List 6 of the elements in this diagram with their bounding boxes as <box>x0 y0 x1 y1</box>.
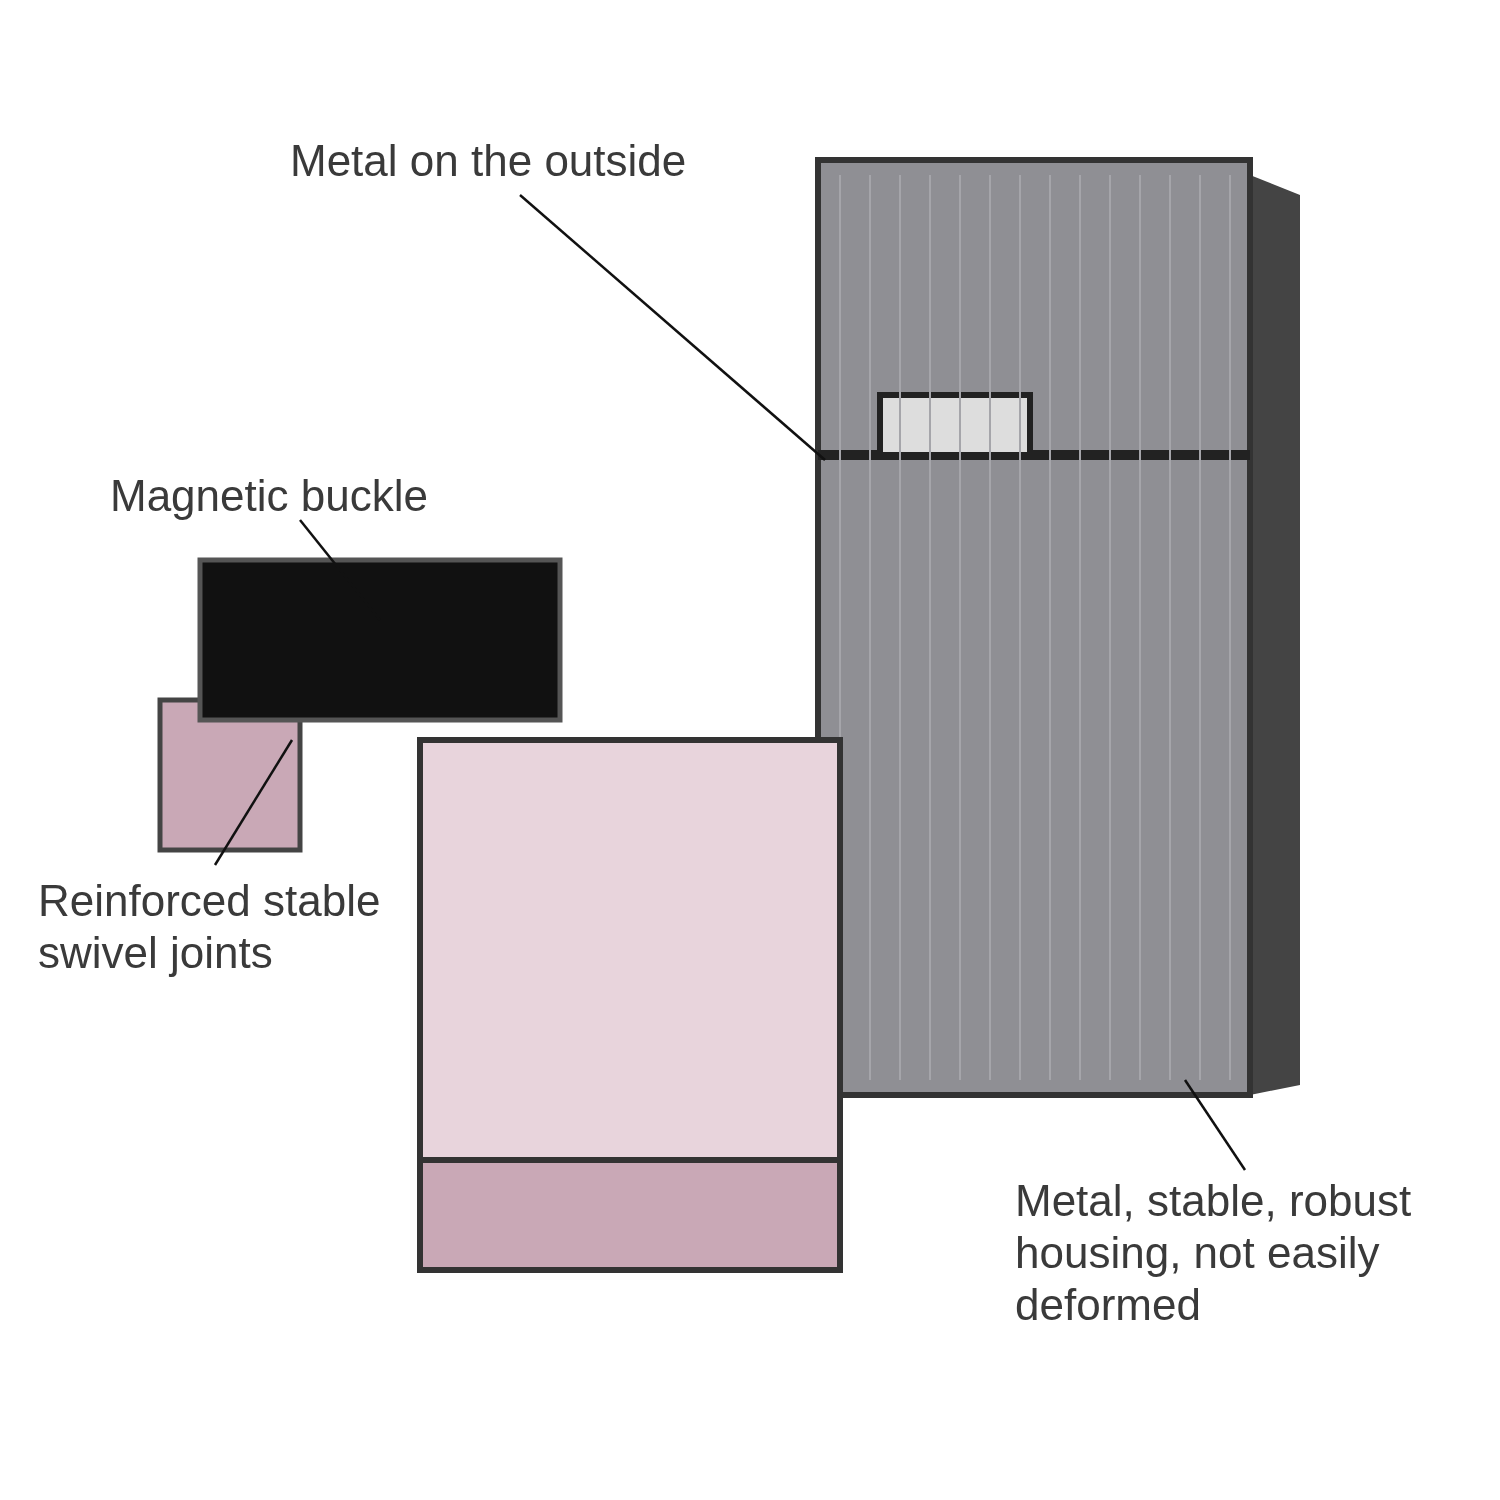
callout-label: Metal on the outside <box>290 135 770 187</box>
leader-line <box>1183 1079 1247 1171</box>
callout-label: Metal, stable, robust housing, not easily deformed <box>1015 1175 1485 1331</box>
callout-label: Reinforced stable swivel joints <box>38 875 458 979</box>
leader-line <box>519 194 826 461</box>
callout-label: Magnetic buckle <box>110 470 490 522</box>
